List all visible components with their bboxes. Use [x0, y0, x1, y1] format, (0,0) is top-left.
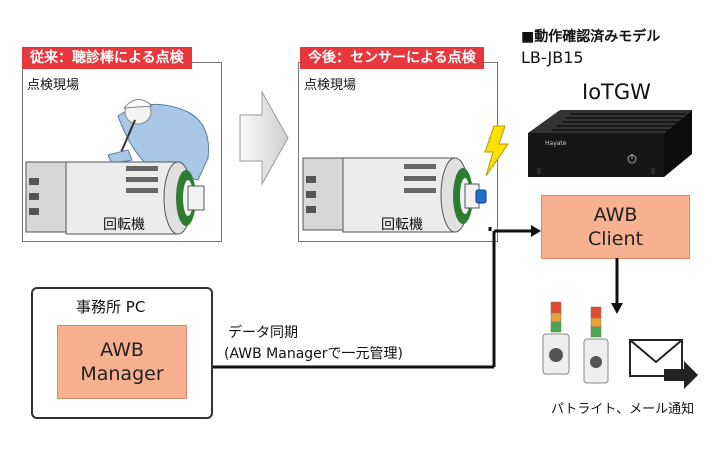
- awb-client-line1: AWB: [593, 204, 638, 226]
- lightning-bolt-icon: [484, 125, 509, 177]
- sync-label-line2: (AWB Managerで一元管理): [224, 346, 403, 362]
- awb-manager-line1: AWB: [100, 339, 144, 361]
- verified-model-label: ■動作確認済みモデル: [521, 29, 661, 45]
- sensor-tag: 今後：センサーによる点検: [300, 47, 484, 69]
- awb-client-line2: Client: [587, 228, 643, 250]
- notification-label: パトライト、メール通知: [551, 402, 695, 417]
- sensor-site-label: 点検現場: [304, 78, 357, 93]
- conventional-site-label: 点検現場: [27, 78, 80, 93]
- sync-label-line1: データ同期: [228, 325, 298, 341]
- conventional-tag: 従来：聴診棒による点検: [22, 47, 192, 69]
- awb-manager-box: AWB Manager: [57, 325, 187, 399]
- awb-client-box: AWB Client: [541, 195, 690, 259]
- mail-icon: [629, 339, 698, 389]
- vibration-sensor-icon: [475, 189, 487, 204]
- device-name: IoTGW: [582, 80, 651, 104]
- conventional-machine-label: 回転機: [103, 217, 145, 233]
- arrow-down-icon: [611, 303, 623, 314]
- patlite-tower-icon: [583, 306, 609, 384]
- awb-manager-line2: Manager: [80, 363, 164, 385]
- patlite-tower-icon: [542, 301, 570, 375]
- office-pc-title: 事務所 PC: [76, 298, 146, 316]
- device-model: LB-JB15: [521, 48, 584, 67]
- arrow-to-client-icon: [531, 225, 541, 237]
- sensor-machine-label: 回転機: [381, 217, 423, 233]
- device-logo: Hayate: [545, 140, 567, 147]
- worker-icon: [107, 99, 210, 181]
